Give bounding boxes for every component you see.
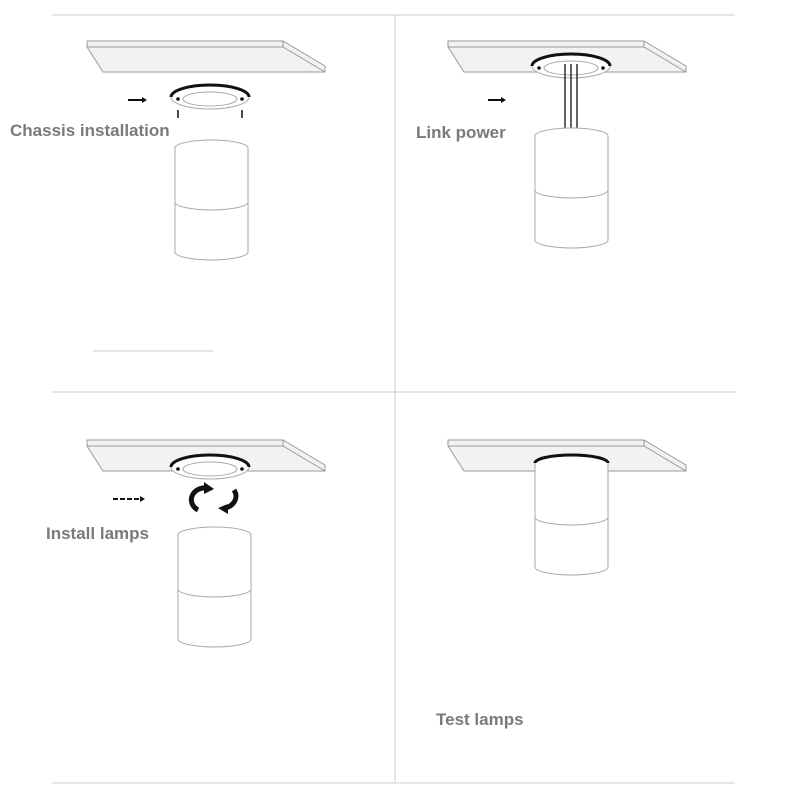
arrow-right-icon: [488, 97, 506, 103]
step-chassis-installation-illustration: [86, 40, 326, 352]
arrow-down-icon: [177, 110, 243, 118]
grid-lines: [52, 14, 735, 784]
step-label-test-lamps: Test lamps: [436, 710, 524, 729]
step-install-lamps-illustration: [86, 439, 326, 648]
step-label-install-lamps: Install lamps: [46, 524, 149, 543]
power-wires: [564, 64, 578, 130]
arrow-right-icon: [128, 97, 147, 103]
step-test-lamps-illustration: [447, 439, 687, 576]
step-link-power-illustration: [447, 40, 687, 249]
step-label-link-power: Link power: [416, 123, 506, 142]
arrow-right-icon: [113, 496, 145, 502]
rotate-icon: [188, 485, 239, 513]
step-label-chassis-installation: Chassis installation: [10, 121, 170, 140]
